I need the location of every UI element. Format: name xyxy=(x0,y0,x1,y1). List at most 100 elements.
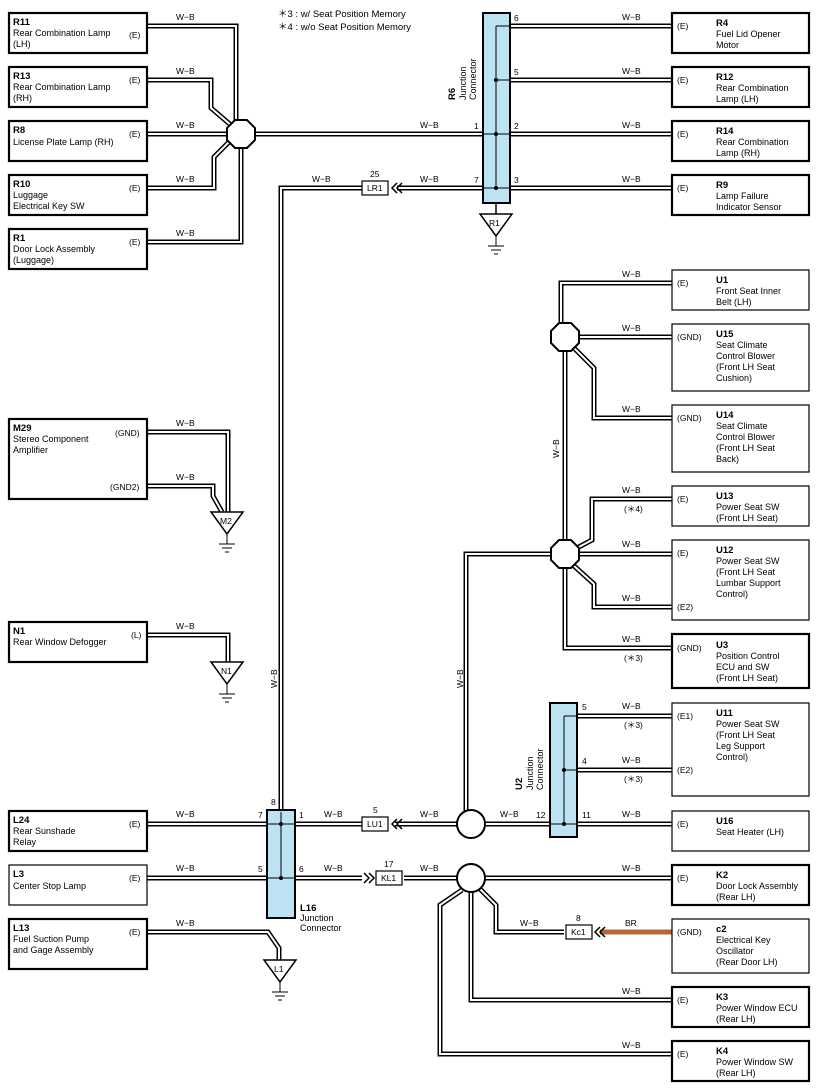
svg-text:(GND): (GND) xyxy=(115,428,140,438)
svg-text:N1: N1 xyxy=(221,666,232,676)
svg-text:Lamp Failure: Lamp Failure xyxy=(716,191,769,201)
svg-text:R1: R1 xyxy=(13,233,26,244)
svg-text:Control Blower: Control Blower xyxy=(716,351,775,361)
svg-text:License Plate Lamp (RH): License Plate Lamp (RH) xyxy=(13,137,114,147)
connector-lu1: LU1 5 xyxy=(361,805,403,832)
wire-label: W−B xyxy=(324,863,343,873)
svg-text:Power Seat SW: Power Seat SW xyxy=(716,556,780,566)
svg-text:U11: U11 xyxy=(716,708,734,719)
svg-text:ECU and SW: ECU and SW xyxy=(716,662,770,672)
svg-text:U2: U2 xyxy=(514,778,525,790)
svg-text:U16: U16 xyxy=(716,816,733,827)
svg-text:Electrical Key SW: Electrical Key SW xyxy=(13,201,85,211)
joint-u2 xyxy=(456,809,486,839)
svg-text:(GND): (GND) xyxy=(677,927,702,937)
svg-text:(Front LH Seat: (Front LH Seat xyxy=(716,443,776,453)
component-u16: (E) U16 Seat Heater (LH) xyxy=(671,810,810,852)
svg-text:L1: L1 xyxy=(274,964,284,974)
svg-text:(LH): (LH) xyxy=(13,39,31,49)
svg-text:Motor: Motor xyxy=(716,40,739,50)
wire-label: W−B xyxy=(176,12,195,22)
joint-k xyxy=(456,863,486,893)
svg-text:K3: K3 xyxy=(716,992,728,1003)
ground-m2: M2 xyxy=(209,511,245,553)
svg-text:L16: L16 xyxy=(300,903,316,914)
svg-text:17: 17 xyxy=(384,859,394,869)
component-u14: (GND) U14 Seat Climate Control Blower (F… xyxy=(671,404,810,473)
component-r14: (E) R14 Rear Combination Lamp (RH) xyxy=(670,119,811,163)
svg-text:U12: U12 xyxy=(716,545,733,556)
svg-text:(E): (E) xyxy=(129,927,141,937)
component-c2: (GND) c2 Electrical Key Oscillator (Rear… xyxy=(671,918,810,974)
svg-text:(GND2): (GND2) xyxy=(110,482,139,492)
svg-text:Connector: Connector xyxy=(468,58,478,100)
svg-text:U14: U14 xyxy=(716,410,734,421)
junction-connector-l16: 8 7 1 5 6 L16 Junction Connector xyxy=(258,797,342,933)
wire-label: W−B xyxy=(622,269,641,279)
ground-n1: N1 xyxy=(209,661,245,703)
svg-text:(E): (E) xyxy=(677,873,689,883)
svg-text:(Rear Door LH): (Rear Door LH) xyxy=(716,957,778,967)
wire-label: W−B xyxy=(176,418,195,428)
svg-text:7: 7 xyxy=(258,810,263,820)
wire-label: W−B xyxy=(176,863,195,873)
svg-text:5: 5 xyxy=(582,702,587,712)
svg-text:(Rear LH): (Rear LH) xyxy=(716,1014,756,1024)
svg-text:(Luggage): (Luggage) xyxy=(13,255,54,265)
wire-label: W−B xyxy=(622,593,641,603)
svg-text:(E2): (E2) xyxy=(677,602,693,612)
svg-text:U1: U1 xyxy=(716,275,729,286)
wire-label: W−B xyxy=(622,755,641,765)
wire-label: W−B xyxy=(420,863,439,873)
wire-label: W−B xyxy=(269,669,279,688)
svg-text:(E): (E) xyxy=(129,30,141,40)
svg-text:R11: R11 xyxy=(13,17,31,28)
svg-text:(E): (E) xyxy=(677,183,689,193)
svg-text:(E1): (E1) xyxy=(677,711,693,721)
svg-text:Cushion): Cushion) xyxy=(716,373,752,383)
component-m29: M29 Stereo Component Amplifier (GND) (GN… xyxy=(7,417,149,501)
svg-text:Relay: Relay xyxy=(13,837,37,847)
svg-text:R9: R9 xyxy=(716,180,728,191)
svg-text:KL1: KL1 xyxy=(381,873,396,883)
wire-label: W−B xyxy=(622,174,641,184)
notemark-u11a: (＊3) xyxy=(624,720,643,730)
svg-text:Control Blower: Control Blower xyxy=(716,432,775,442)
svg-text:Leg Support: Leg Support xyxy=(716,741,766,751)
svg-text:Rear Sunshade: Rear Sunshade xyxy=(13,826,76,836)
svg-text:(E): (E) xyxy=(677,819,689,829)
svg-text:(Front LH Seat: (Front LH Seat xyxy=(716,362,776,372)
wire-label: W−B xyxy=(622,701,641,711)
wire-labels: W−B W−B W−B W−B W−B W−B W−B W−B W−B W−B … xyxy=(176,12,641,1050)
note-seat-memory: ＊3 : w/ Seat Position Memory xyxy=(278,9,406,20)
svg-text:L13: L13 xyxy=(13,923,29,934)
svg-text:(Rear LH): (Rear LH) xyxy=(716,1068,756,1078)
wire-harness-outer xyxy=(147,23,672,1057)
svg-text:R4: R4 xyxy=(716,18,729,29)
svg-text:Position Control: Position Control xyxy=(716,651,780,661)
svg-text:K4: K4 xyxy=(716,1046,729,1057)
component-r10: R10 Luggage Electrical Key SW (E) xyxy=(7,173,149,217)
svg-text:Door Lock Assembly: Door Lock Assembly xyxy=(13,244,96,254)
svg-text:12: 12 xyxy=(536,810,546,820)
wire-label: W−B xyxy=(622,120,641,130)
svg-text:L3: L3 xyxy=(13,869,24,880)
svg-text:(E): (E) xyxy=(129,183,141,193)
wire-label: W−B xyxy=(176,809,195,819)
wire-label: W−B xyxy=(622,404,641,414)
svg-text:1: 1 xyxy=(474,121,479,131)
wire-label: W−B xyxy=(176,174,195,184)
component-k4: (E) K4 Power Window SW (Rear LH) xyxy=(670,1039,811,1083)
svg-text:Lumbar Support: Lumbar Support xyxy=(716,578,781,588)
component-u13: (E) U13 Power Seat SW (Front LH Seat) xyxy=(671,485,810,527)
wire-label: W−B xyxy=(622,1040,641,1050)
svg-text:Connector: Connector xyxy=(300,923,342,933)
svg-text:M29: M29 xyxy=(13,423,31,434)
svg-text:Back): Back) xyxy=(716,454,739,464)
component-r12: (E) R12 Rear Combination Lamp (LH) xyxy=(670,65,811,109)
wire-label: W−B xyxy=(520,918,539,928)
svg-text:(E): (E) xyxy=(677,75,689,85)
svg-text:LU1: LU1 xyxy=(367,819,383,829)
wire-label-br: BR xyxy=(625,918,637,928)
